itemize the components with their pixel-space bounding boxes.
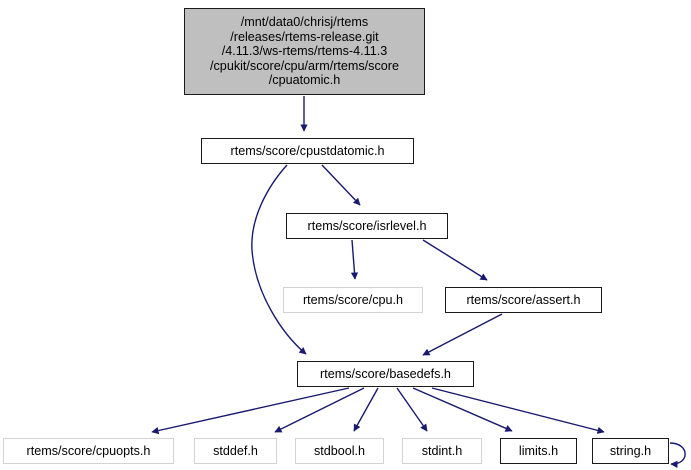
node-label: stddef.h: [213, 443, 258, 458]
node-label: string.h: [609, 443, 652, 458]
node-stddef[interactable]: stddef.h: [194, 438, 277, 464]
edge-assert-to-basedefs: [422, 313, 503, 356]
node-cpuopts[interactable]: rtems/score/cpuopts.h: [3, 438, 174, 464]
node-label: stdint.h: [421, 443, 463, 458]
node-isrlevel[interactable]: rtems/score/isrlevel.h: [286, 213, 448, 239]
node-label: rtems/score/basedefs.h: [320, 366, 451, 381]
node-label: rtems/score/cpustdatomic.h: [230, 143, 385, 158]
edge-basedefs-to-string: [431, 387, 605, 434]
node-cpustdatomic[interactable]: rtems/score/cpustdatomic.h: [201, 138, 414, 164]
node-assert[interactable]: rtems/score/assert.h: [445, 287, 602, 313]
edge-basedefs-to-cpuopts: [151, 387, 350, 435]
edge-basedefs-to-limits: [412, 387, 513, 432]
edge-isrlevel-to-cpu: [350, 239, 359, 280]
edge-cpustdatomic-to-isrlevel: [321, 164, 361, 206]
edge-basedefs-to-stdint: [396, 387, 428, 432]
edge-string-self-loop: [669, 442, 686, 468]
node-cpuatomic-header[interactable]: /mnt/data0/chrisj/rtems /releases/rtems-…: [184, 8, 425, 95]
node-limits[interactable]: limits.h: [500, 438, 577, 464]
node-label: rtems/score/assert.h: [466, 292, 581, 307]
node-stdint[interactable]: stdint.h: [402, 438, 482, 464]
node-string[interactable]: string.h: [592, 438, 669, 464]
edge-cpustdatomic-to-basedefs: [251, 164, 307, 355]
node-label: limits.h: [518, 443, 559, 458]
edge-basedefs-to-stdbool: [353, 387, 379, 432]
node-label: rtems/score/cpuopts.h: [26, 443, 151, 458]
node-label: stdbool.h: [313, 443, 366, 458]
edge-basedefs-to-stddef: [274, 387, 365, 433]
node-stdbool[interactable]: stdbool.h: [295, 438, 384, 464]
edge-isrlevel-to-assert: [422, 239, 488, 281]
node-label: /mnt/data0/chrisj/rtems /releases/rtems-…: [210, 15, 399, 88]
node-label: rtems/score/isrlevel.h: [307, 218, 427, 233]
node-label: rtems/score/cpu.h: [302, 292, 404, 307]
node-cpu[interactable]: rtems/score/cpu.h: [283, 287, 423, 313]
node-basedefs[interactable]: rtems/score/basedefs.h: [297, 361, 474, 387]
